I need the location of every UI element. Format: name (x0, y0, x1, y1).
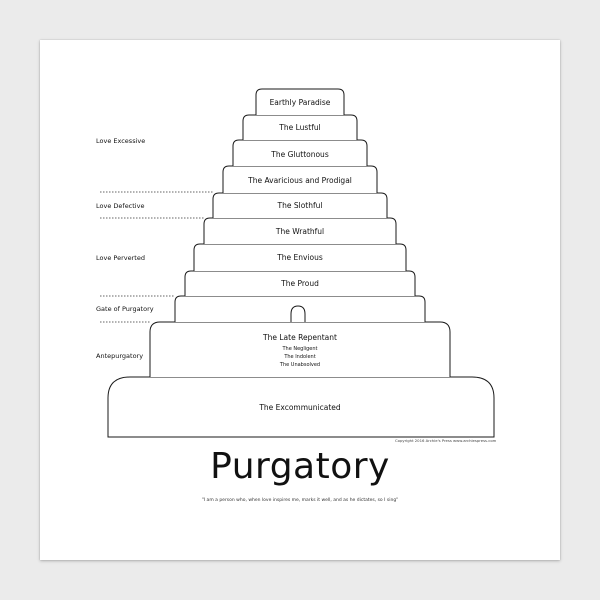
label-antepurgatory: Antepurgatory (96, 352, 143, 360)
text-proud: The Proud (280, 279, 319, 288)
gate-arch (290, 305, 306, 322)
text-unabsolved: The Unabsolved (279, 362, 320, 368)
label-gate-of-purgatory: Gate of Purgatory (96, 305, 154, 313)
poster-quote: "I am a person who, when love inspires m… (201, 498, 399, 503)
text-indolent: The Indolent (283, 354, 315, 360)
text-lustful: The Lustful (278, 123, 320, 132)
poster-title: Purgatory (210, 446, 390, 487)
label-love-excessive: Love Excessive (96, 137, 145, 145)
text-negligent: The Negligent (281, 346, 317, 352)
text-excommunicated: The Excommunicated (258, 403, 341, 412)
text-earthly-paradise: Earthly Paradise (270, 98, 331, 107)
tier-excommunicated (107, 376, 495, 438)
text-late-repentant: The Late Repentant (262, 333, 337, 342)
text-envious: The Envious (276, 253, 323, 262)
text-gluttonous: The Gluttonous (270, 150, 329, 159)
text-wrathful: The Wrathful (275, 227, 324, 236)
label-love-perverted: Love Perverted (96, 254, 145, 262)
copyright-line: Copyright 2016 Archie's Press www.archie… (395, 438, 497, 443)
label-love-defective: Love Defective (96, 202, 144, 210)
tier-earthly-paradise (255, 88, 345, 115)
text-slothful: The Slothful (277, 201, 323, 210)
text-avaricious: The Avaricious and Prodigal (247, 176, 352, 185)
